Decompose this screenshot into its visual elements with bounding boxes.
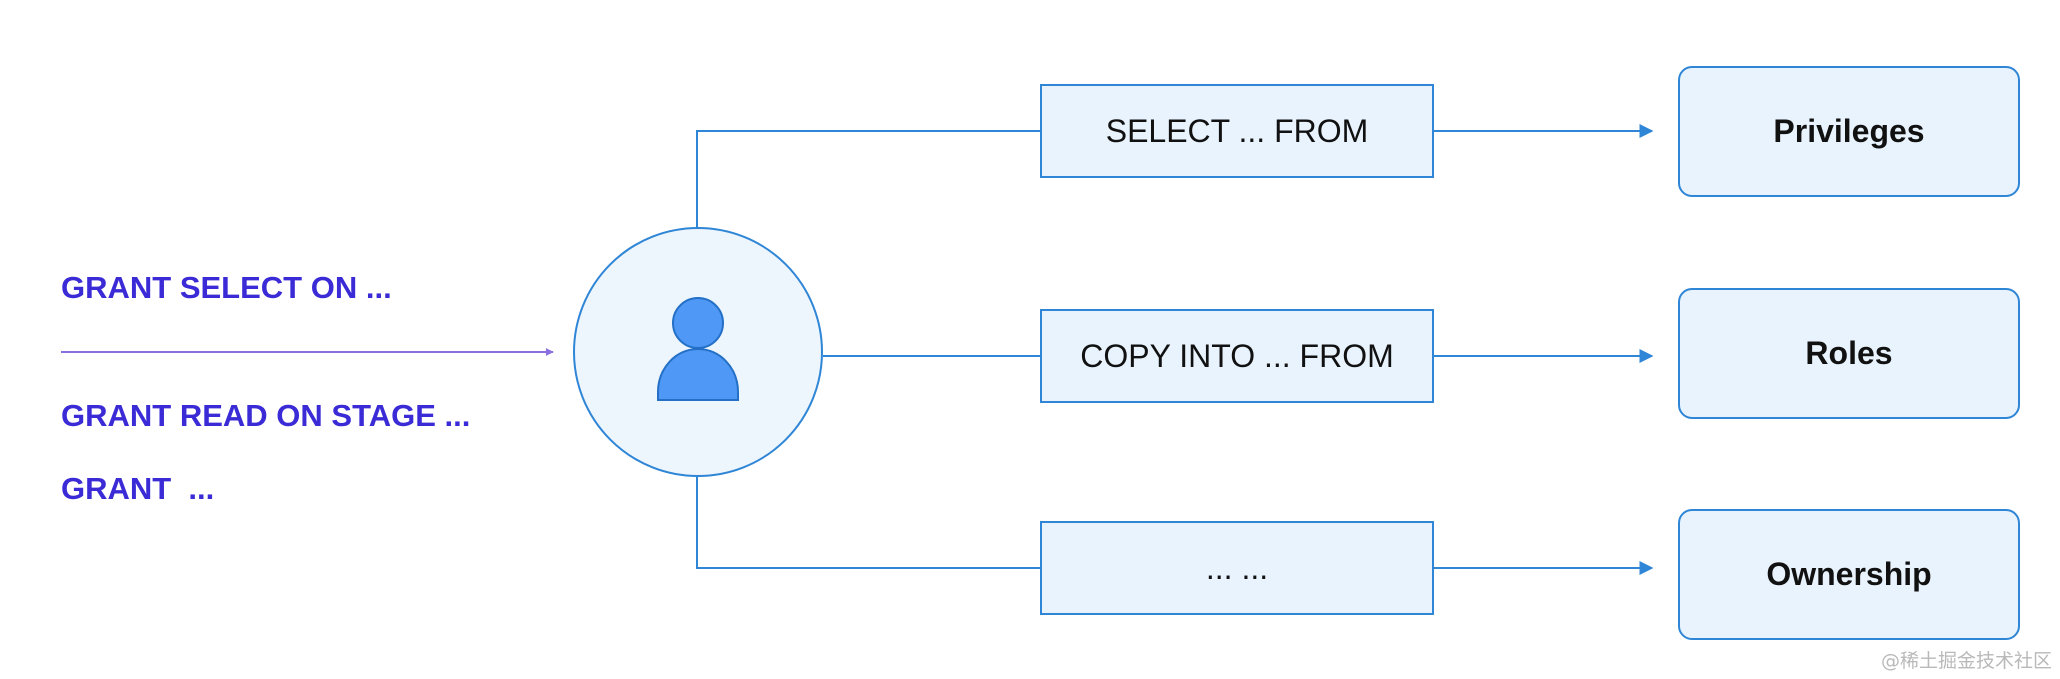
- grant-generic-text: GRANT ...: [61, 471, 215, 506]
- connector-bottom: [696, 477, 1040, 569]
- operation-box-ellipsis: ... ...: [1040, 521, 1434, 615]
- target-box-roles: Roles: [1678, 288, 2020, 419]
- user-icon: [657, 297, 739, 401]
- connector-top: [696, 130, 1040, 228]
- operation-box-select: SELECT ... FROM: [1040, 84, 1434, 178]
- watermark-text: @稀土掘金技术社区: [1880, 650, 2052, 672]
- target-box-ownership: Ownership: [1678, 509, 2020, 640]
- grant-select-text: GRANT SELECT ON ...: [61, 270, 392, 305]
- target-box-privileges: Privileges: [1678, 66, 2020, 197]
- operation-box-copy-into: COPY INTO ... FROM: [1040, 309, 1434, 403]
- grant-read-stage-text: GRANT READ ON STAGE ...: [61, 398, 471, 433]
